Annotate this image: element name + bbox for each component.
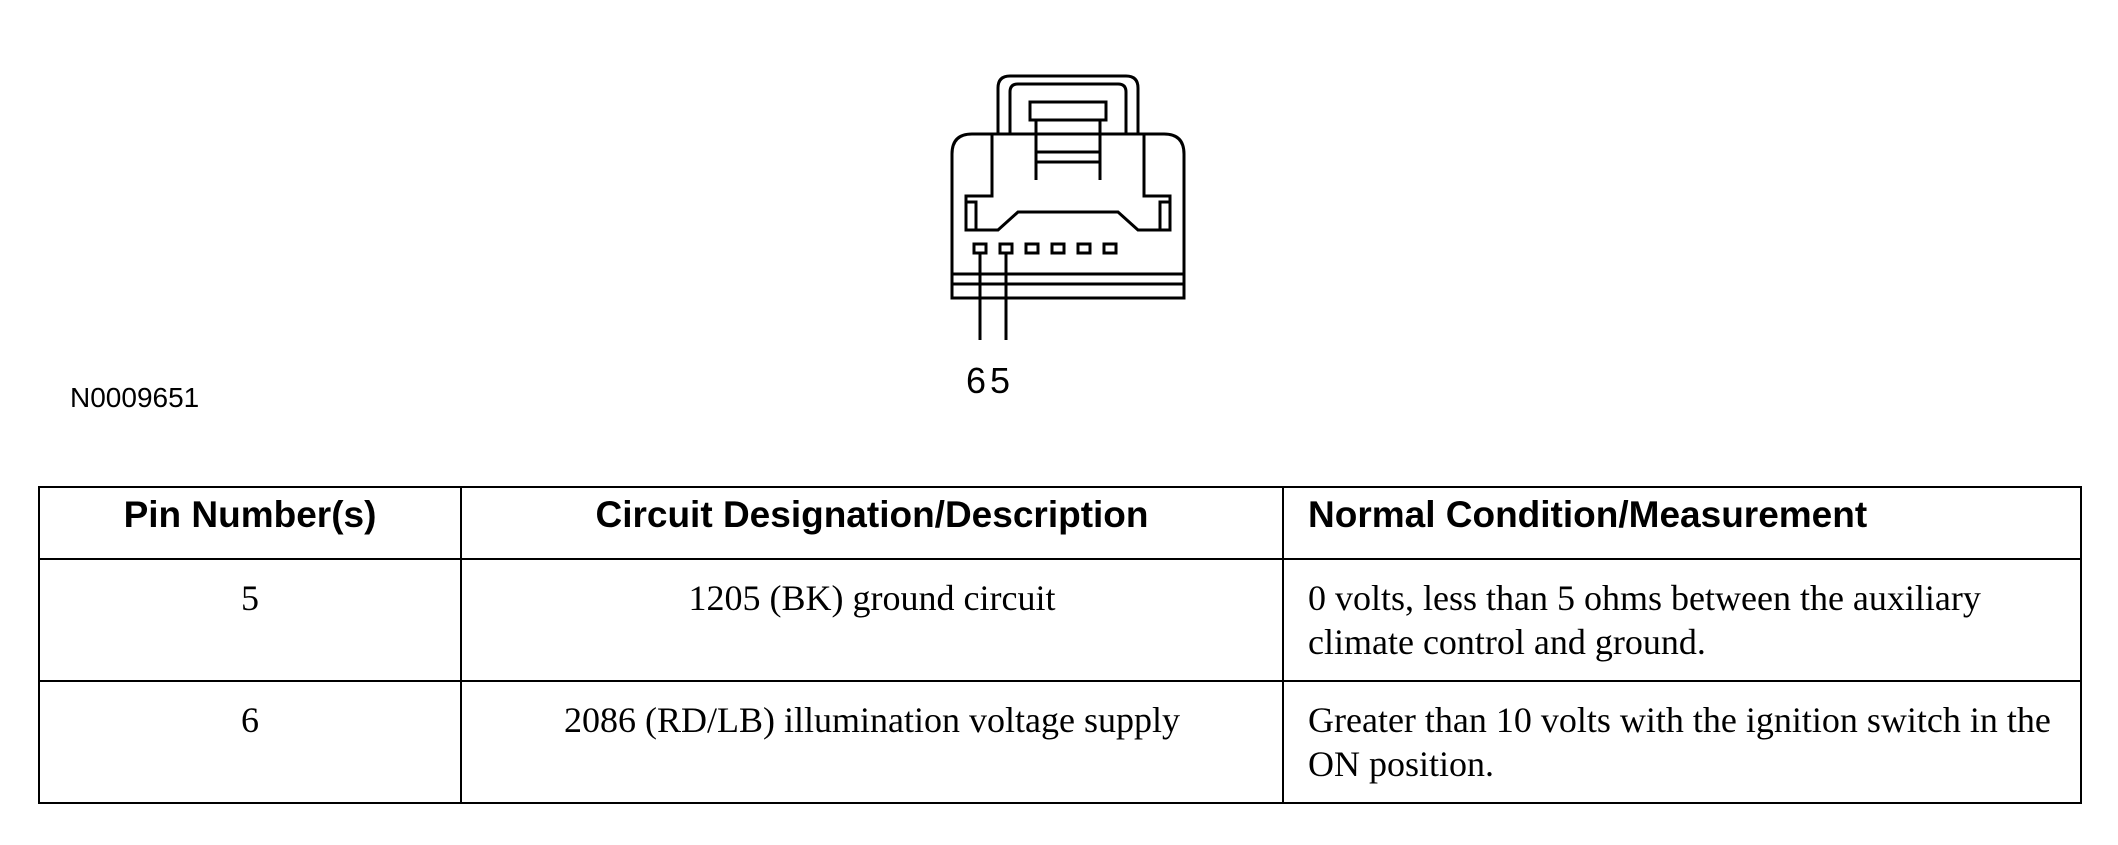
header-circuit: Circuit Designation/Description: [460, 486, 1284, 560]
pin-cavity: [1050, 242, 1066, 255]
pin-cavity: [1076, 242, 1092, 255]
header-condition: Normal Condition/Measurement: [1282, 486, 2082, 560]
pinout-table: Pin Number(s) Circuit Designation/Descri…: [38, 486, 2082, 804]
cell-circuit: 2086 (RD/LB) illumination voltage supply: [460, 680, 1284, 804]
pin-callout-6: 6: [966, 360, 987, 401]
inner-cavity-outline: [964, 134, 994, 230]
cell-condition: 0 volts, less than 5 ohms between the au…: [1282, 558, 2082, 682]
cell-pin: 6: [38, 680, 462, 804]
header-pin-number: Pin Number(s): [38, 486, 462, 560]
locking-tab-outline: [996, 74, 1140, 134]
locking-tab-inner: [1008, 82, 1128, 134]
pin-cavity: [1102, 242, 1118, 255]
table-row: 5 1205 (BK) ground circuit 0 volts, less…: [38, 558, 2082, 682]
connector-housing-outline: [950, 132, 1186, 300]
pin-cavity-5: [998, 242, 1014, 255]
locking-tab-window: [1028, 100, 1108, 122]
figure-id: N0009651: [70, 382, 200, 413]
pin-cavity-6: [972, 242, 988, 255]
side-key-left: [964, 200, 978, 232]
pin-cavity: [1024, 242, 1040, 255]
inner-cavity-outline: [966, 210, 1170, 232]
side-key-right: [1158, 200, 1172, 232]
table-header-row: Pin Number(s) Circuit Designation/Descri…: [38, 486, 2082, 560]
table-row: 6 2086 (RD/LB) illumination voltage supp…: [38, 680, 2082, 804]
cell-circuit: 1205 (BK) ground circuit: [460, 558, 1284, 682]
pin-callout-5: 5: [990, 360, 1011, 401]
cell-pin: 5: [38, 558, 462, 682]
cell-condition: Greater than 10 volts with the ignition …: [1282, 680, 2082, 804]
inner-cavity-outline: [1142, 134, 1172, 230]
connector-face-drawing: [950, 74, 1186, 340]
